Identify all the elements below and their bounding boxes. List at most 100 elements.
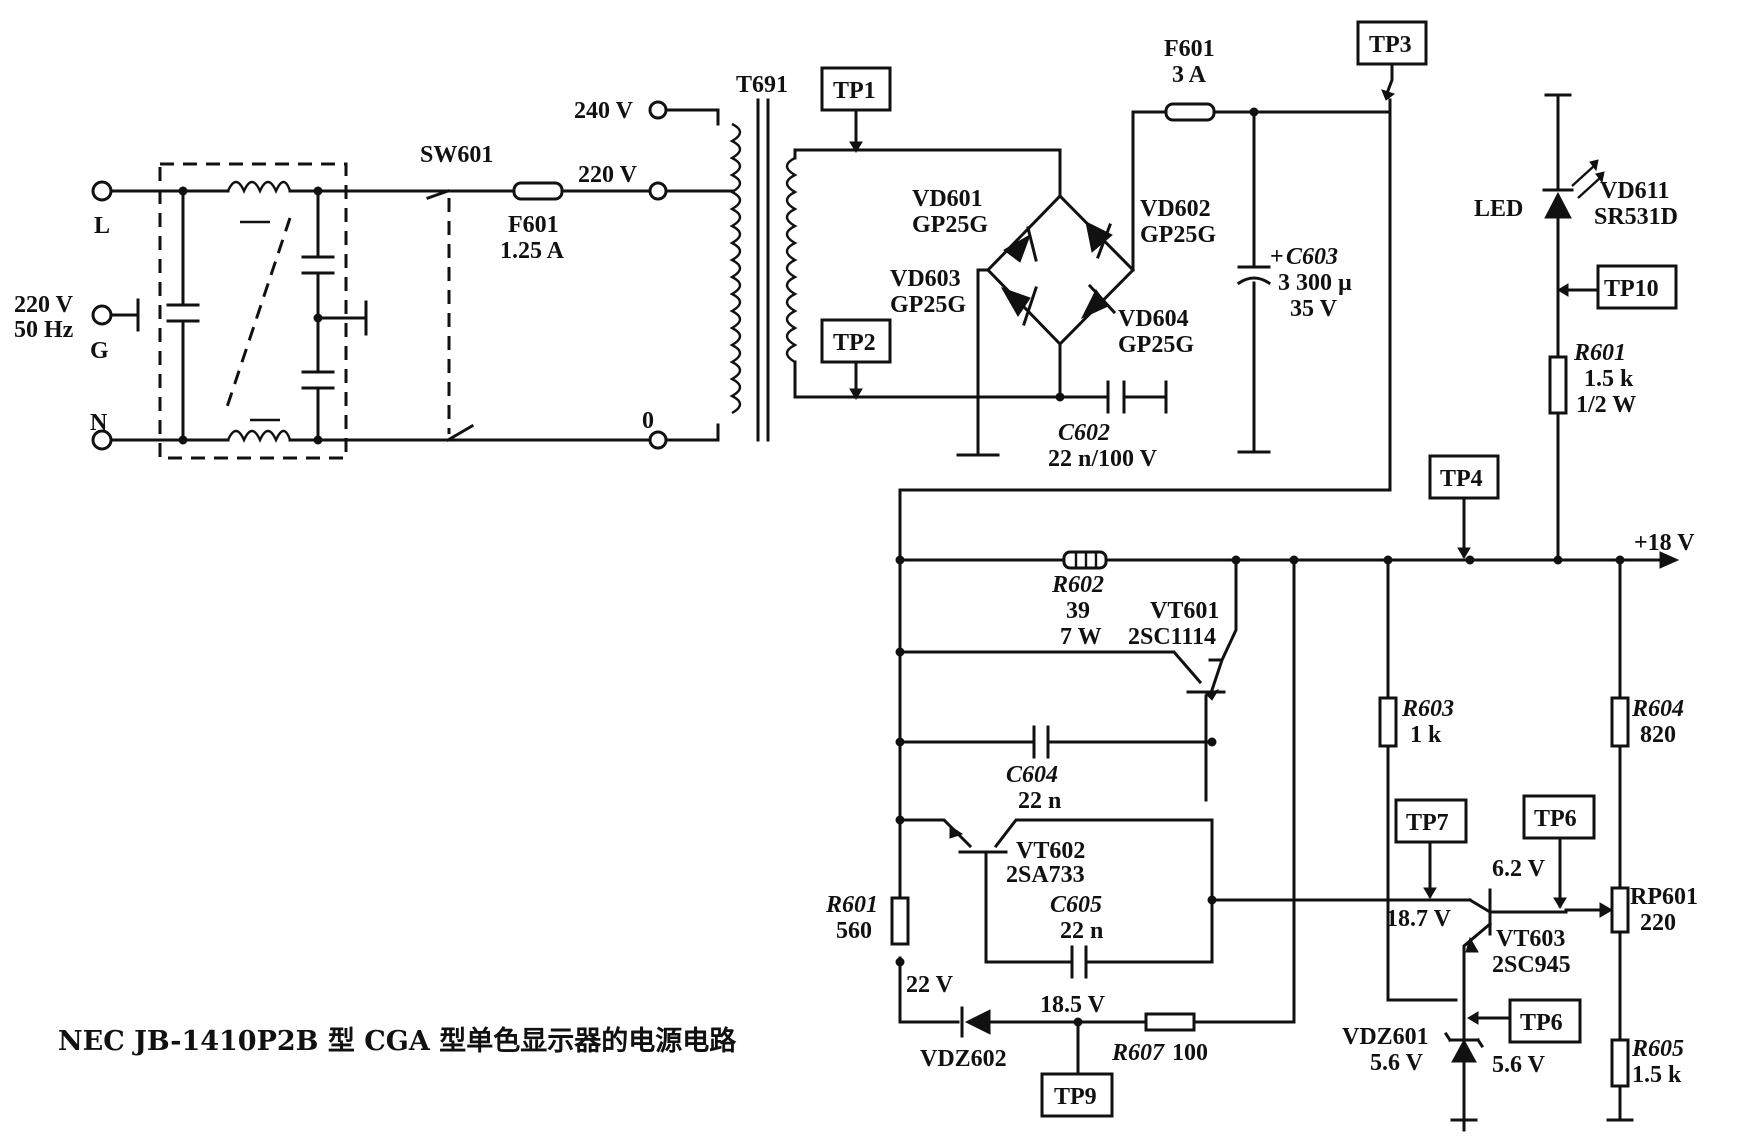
tp4-label: TP4 xyxy=(1440,466,1483,492)
r604-value: 820 xyxy=(1640,722,1676,748)
diode-vd602 xyxy=(1085,221,1113,259)
r602-power: 7 W xyxy=(1060,624,1102,650)
resistor-r605: R605 1.5 k xyxy=(1606,1036,1684,1122)
testpoint-tp4[interactable]: TP4 xyxy=(1428,454,1500,559)
tap-220v: 220 V xyxy=(578,162,638,188)
led-vd611: LED VD611 SR531D xyxy=(1474,93,1678,359)
transformer-taps: 240 V 220 V 0 xyxy=(446,98,734,450)
diode-vd604 xyxy=(1080,283,1117,320)
vt601-name: VT601 xyxy=(1150,598,1219,624)
label-voltage: 220 V xyxy=(14,292,74,318)
tp6b-label: TP6 xyxy=(1520,1010,1563,1036)
tp7-label: TP7 xyxy=(1406,810,1449,836)
tp1-label: TP1 xyxy=(833,78,876,104)
choke-coil-bottom xyxy=(226,429,292,443)
r601-top-name: R601 xyxy=(1573,340,1626,366)
vd604-type: GP25G xyxy=(1118,332,1194,358)
c604-name: C604 xyxy=(1006,762,1058,788)
terminal-g xyxy=(91,304,113,326)
r601-top-value: 1.5 k xyxy=(1584,366,1634,392)
r603-value: 1 k xyxy=(1410,722,1442,748)
c603-value: 3 300 µ xyxy=(1278,270,1352,296)
testpoint-tp3[interactable]: TP3 xyxy=(898,20,1428,562)
vd611-type: SR531D xyxy=(1594,204,1678,230)
r605-value: 1.5 k xyxy=(1632,1062,1682,1088)
resistor-r601-bias: R601 560 xyxy=(825,892,910,946)
fuse1-name: F601 xyxy=(508,212,559,238)
c605-value: 22 n xyxy=(1060,918,1103,944)
vd604-name: VD604 xyxy=(1118,306,1189,332)
zener-vdz602: VDZ602 18.5 V xyxy=(920,558,1296,1072)
vt603-name: VT603 xyxy=(1496,926,1565,952)
resistor-r607: R607 100 xyxy=(1111,1012,1208,1066)
c602-name: C602 xyxy=(1058,420,1110,446)
resistor-r603: R603 1 k xyxy=(1378,558,1458,1002)
vdz601-voltage: 5.6 V xyxy=(1370,1050,1424,1076)
vdz602-name: VDZ602 xyxy=(920,1046,1007,1072)
label-l: L xyxy=(94,213,110,239)
node-22v: 22 V xyxy=(906,972,954,998)
r601-top-power: 1/2 W xyxy=(1576,392,1636,418)
fuse-f601-input: F601 1.25 A xyxy=(468,181,650,264)
diode-vd603 xyxy=(1000,286,1038,326)
vdz601-name: VDZ601 xyxy=(1342,1024,1429,1050)
tp2-label: TP2 xyxy=(833,330,876,356)
primary-winding xyxy=(729,122,742,415)
vd601-name: VD601 xyxy=(912,186,983,212)
r607-name: R607 xyxy=(1111,1040,1165,1066)
c603-polarity: + xyxy=(1270,244,1284,270)
r605-name: R605 xyxy=(1631,1036,1684,1062)
resistor-r601-led: R601 1.5 k 1/2 W xyxy=(1548,340,1636,564)
testpoint-tp2[interactable]: TP2 xyxy=(820,318,892,400)
capacitor-c603: + C603 3 300 µ 35 V xyxy=(1236,110,1352,454)
r601-low-name: R601 xyxy=(825,892,878,918)
resistor-r602: R602 39 7 W xyxy=(1051,550,1108,650)
node-185v: 18.5 V xyxy=(1040,992,1106,1018)
label-freq: 50 Hz xyxy=(14,317,74,343)
capacitor-c604: C604 22 n xyxy=(898,725,1214,814)
sw601-label: SW601 xyxy=(420,142,493,168)
c602-value: 22 n/100 V xyxy=(1048,446,1158,472)
r604-name: R604 xyxy=(1631,696,1684,722)
fuse1-rating: 1.25 A xyxy=(500,238,565,264)
r601-low-value: 560 xyxy=(836,918,872,944)
sw601-switch[interactable]: SW601 xyxy=(420,142,493,443)
node-56v: 5.6 V xyxy=(1492,1052,1546,1078)
resistor-r604: R604 820 xyxy=(1610,558,1684,1042)
rp601-name: RP601 xyxy=(1630,884,1698,910)
diode-vd601 xyxy=(1003,226,1038,263)
testpoint-tp9[interactable]: TP9 xyxy=(1040,1024,1114,1118)
zener-vdz601: VDZ601 5.6 V 5.6 V xyxy=(1342,1024,1546,1122)
vd602-type: GP25G xyxy=(1140,222,1216,248)
choke-coil-top xyxy=(226,180,292,194)
tp10-label: TP10 xyxy=(1604,276,1659,302)
testpoint-tp10[interactable]: TP10 xyxy=(1557,264,1678,310)
t691-label: T691 xyxy=(736,72,788,98)
fuse2-name: F601 xyxy=(1164,36,1215,62)
bridge-rectifier: VD601 GP25G VD602 GP25G VD603 GP25G VD60… xyxy=(890,110,1216,457)
rail-label: +18 V xyxy=(1634,530,1695,556)
vd602-name: VD602 xyxy=(1140,196,1211,222)
capacitor-c605: C605 22 n xyxy=(984,892,1214,979)
tp6a-label: TP6 xyxy=(1534,806,1577,832)
tp3-label: TP3 xyxy=(1369,32,1412,58)
r603-name: R603 xyxy=(1401,696,1454,722)
node-62v: 6.2 V xyxy=(1492,856,1546,882)
transistor-vt602: VT602 2SA733 xyxy=(898,818,1214,964)
potentiometer-rp601[interactable]: RP601 220 xyxy=(1564,884,1698,936)
filter-box xyxy=(158,162,348,460)
label-n: N xyxy=(90,410,108,436)
testpoint-tp1[interactable]: TP1 xyxy=(820,66,892,153)
r602-name: R602 xyxy=(1051,572,1104,598)
testpoint-tp6-bottom[interactable]: TP6 xyxy=(1467,998,1582,1044)
capacitor-c602: C602 22 n/100 V xyxy=(1048,380,1168,472)
vd603-type: GP25G xyxy=(890,292,966,318)
vt603-type: 2SC945 xyxy=(1492,952,1571,978)
c603-name: C603 xyxy=(1286,244,1338,270)
testpoint-tp7[interactable]: TP7 xyxy=(1394,798,1468,899)
testpoint-tp6-top[interactable]: TP6 xyxy=(1522,794,1596,909)
c604-value: 22 n xyxy=(1018,788,1061,814)
c605-name: C605 xyxy=(1050,892,1102,918)
vt602-type: 2SA733 xyxy=(1006,862,1085,888)
